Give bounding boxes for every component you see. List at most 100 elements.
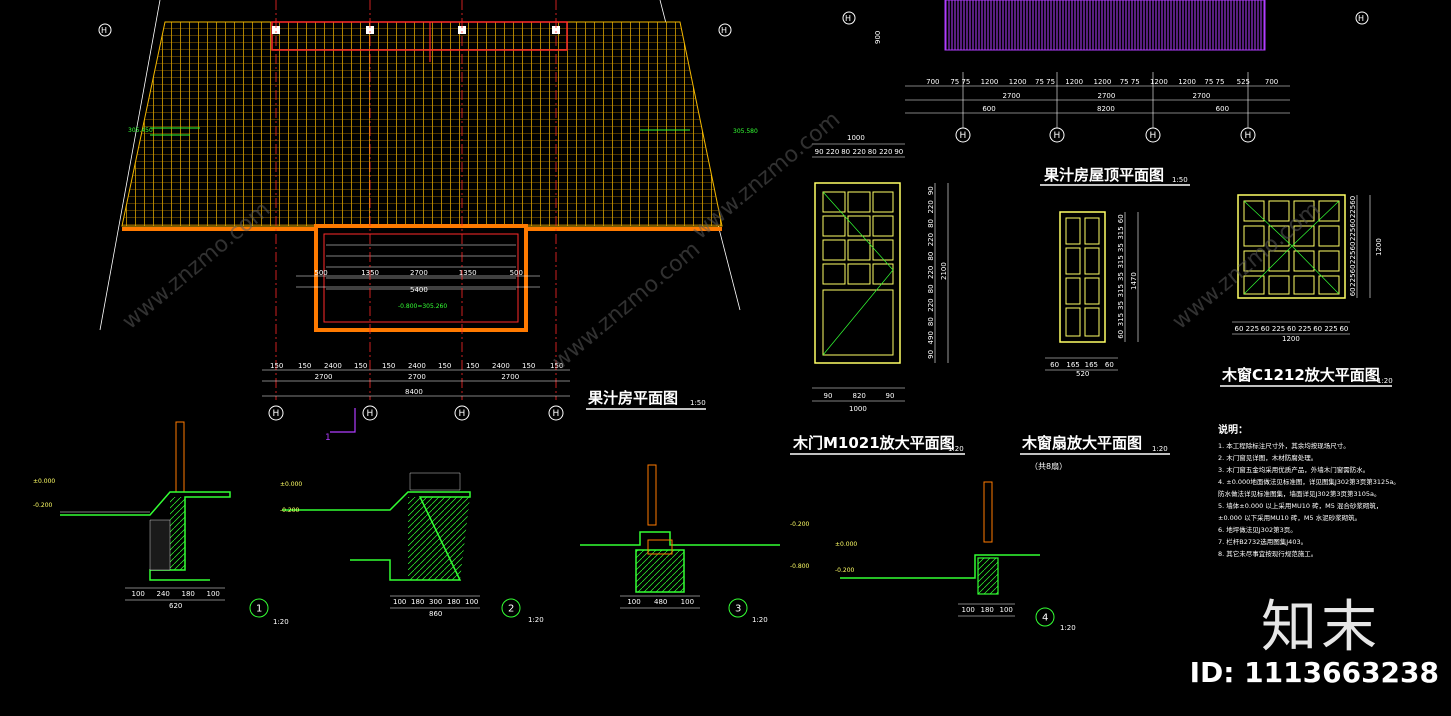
level-m200-4: -0.200: [835, 567, 855, 574]
roof-axis-label-2: H: [1150, 131, 1157, 141]
door-scale: 1:20: [948, 445, 964, 453]
window-bottom-sub-0: 60: [1235, 325, 1244, 333]
window-right-2: 60: [1349, 219, 1357, 228]
plan-dim-r1-5: 2400: [408, 362, 426, 370]
section-4: [840, 481, 1055, 627]
door-right-9: 490: [927, 331, 935, 344]
window-right-5: 225: [1349, 251, 1357, 264]
roof-title: 果汁房屋顶平面图: [1043, 166, 1164, 184]
note-item-4: 防水做法详见标准图集，墙面详见J302第3页第3105a。: [1218, 489, 1380, 498]
plan-axis-label-2: H: [459, 409, 466, 419]
door-top-dim: 1000: [847, 134, 865, 142]
note-item-7: 6. 地坪做法见J302第3页。: [1218, 525, 1297, 534]
roof-scale: 1:50: [1172, 176, 1188, 184]
notes-list: 1. 本工程除标注尺寸外，其余均按现场尺寸。2. 木门窗见详图，木材防腐处理。3…: [1218, 441, 1400, 558]
sash-height: 1470: [1130, 272, 1138, 290]
plan-dim-r1-2: 2400: [324, 362, 342, 370]
plan-pit-dim-0: 500: [314, 269, 327, 277]
section-num-2: 3: [735, 604, 741, 615]
note-item-9: 8. 其它未尽事宜按现行规范施工。: [1218, 549, 1317, 558]
sash-title: 木窗扇放大平面图: [1021, 434, 1142, 452]
note-item-5: 5. 墙体±0.000 以上采用MU10 砖，M5 混合砂浆砌筑，: [1218, 501, 1382, 510]
door-right-2: 80: [927, 219, 935, 228]
door-right-6: 80: [927, 284, 935, 293]
door-top-sub-2: 80: [841, 148, 850, 156]
plan-axis-2: H: [454, 405, 470, 421]
note-item-0: 1. 本工程除标注尺寸外，其余均按现场尺寸。: [1218, 441, 1350, 450]
plan-axis-label-3: H: [553, 409, 560, 419]
svg-text:H: H: [1358, 14, 1364, 23]
plan-dim-r2-0: 2700: [315, 373, 333, 381]
section-3-dim-1: 180: [981, 606, 994, 614]
section-2-dim-2: 100: [681, 598, 694, 606]
door-top-sub-6: 90: [894, 148, 903, 156]
plan-dim-r1-8: 2400: [492, 362, 510, 370]
door-right-10: 90: [927, 350, 935, 359]
roof-dim-top-0: 700: [926, 78, 939, 86]
door-right-8: 80: [927, 317, 935, 326]
window-right-4: 60: [1349, 242, 1357, 251]
plan-dim-r1-9: 150: [522, 362, 535, 370]
plan-axis-label-0: H: [273, 409, 280, 419]
plan-pit-dim-3: 1350: [459, 269, 477, 277]
elev-left: 305.450: [128, 127, 153, 134]
plan-dim-r1-3: 150: [354, 362, 367, 370]
note-item-1: 2. 木门窗见详图，木材防腐处理。: [1218, 453, 1317, 462]
section-1-dim-0: 100: [393, 598, 406, 606]
plan-dim-r1-6: 150: [438, 362, 451, 370]
section-3: [580, 464, 780, 618]
svg-text:H: H: [721, 26, 727, 35]
plan-dim-r2-2: 2700: [501, 373, 519, 381]
door-bottom-sub-0: 90: [824, 392, 833, 400]
elev-right: 305.580: [733, 128, 758, 135]
door-title: 木门M1021放大平面图: [792, 434, 955, 452]
note-item-6: ±0.000 以下采用MU10 砖，M5 水泥砂浆砌筑。: [1218, 513, 1361, 522]
sash-bottom-sub-0: 60: [1050, 361, 1059, 369]
section-marker: 1: [325, 433, 331, 443]
section-scale-2: 1:20: [752, 616, 768, 624]
level-m200-3: -0.200: [790, 521, 810, 528]
section-0-dim-0: 100: [132, 590, 145, 598]
window-right-6: 60: [1349, 264, 1357, 273]
section-num-1: 2: [508, 604, 514, 615]
roof-dim-top-4: 75 75: [1035, 78, 1055, 86]
plan-dims-row2: 2700 2700 2700: [315, 373, 519, 381]
sash-right-0: 60: [1117, 214, 1125, 223]
door-bottom-sub-2: 90: [886, 392, 895, 400]
watermark-site-4: www.znzmo.com: [1168, 197, 1325, 335]
section-scale-0: 1:20: [273, 618, 289, 626]
roof-vert-dim: 900: [874, 31, 882, 44]
sash-right-6: 35: [1117, 301, 1125, 310]
sash-bottom-sub-1: 165: [1066, 361, 1079, 369]
roof-dim-bot-1: 8200: [1097, 105, 1115, 113]
plan-dim-r1-1: 150: [298, 362, 311, 370]
door-top-sub-0: 90: [815, 148, 824, 156]
roof-dim-top-7: 75 75: [1120, 78, 1140, 86]
roof-dim-top-12: 700: [1265, 78, 1278, 86]
door-height: 2100: [940, 262, 948, 280]
svg-text:H: H: [101, 26, 107, 35]
section-num-3: 4: [1042, 613, 1048, 624]
plan-dim-r2-1: 2700: [408, 373, 426, 381]
svg-text:H: H: [845, 14, 851, 23]
sash-sub: （共8扇）: [1030, 461, 1067, 471]
sash-right-2: 35: [1117, 243, 1125, 252]
roof-dim-top-2: 1200: [981, 78, 999, 86]
plan-axis-circle-3: [548, 405, 564, 421]
note-item-8: 7. 栏杆B2732选用图集J403。: [1218, 537, 1307, 546]
plan-axis-circle-0: [268, 405, 284, 421]
roof-axis-3: H: [1240, 127, 1256, 143]
window-height: 1200: [1375, 238, 1383, 256]
roof-axis-1: H: [1049, 127, 1065, 143]
plan-pit-dim-4: 500: [510, 269, 523, 277]
section-1-dim-1: 180: [411, 598, 424, 606]
plan-title: 果汁房平面图: [587, 389, 678, 407]
